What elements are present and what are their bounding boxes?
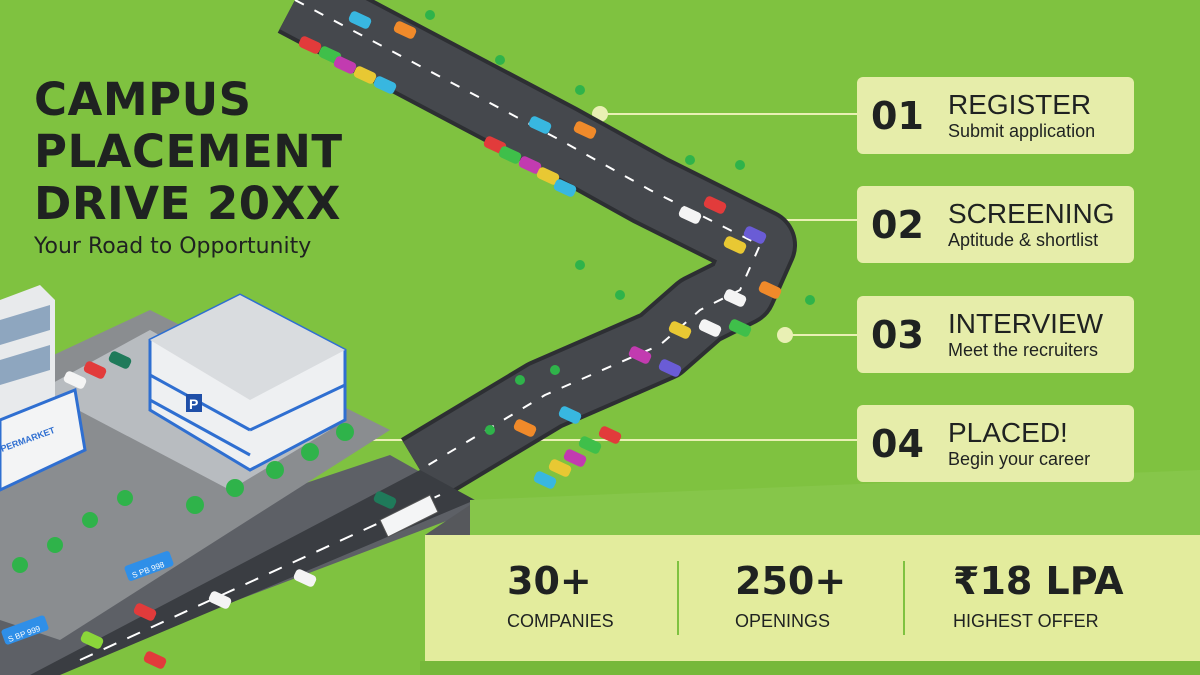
car bbox=[63, 371, 87, 389]
step-description: Meet the recruiters bbox=[948, 339, 1099, 360]
stat-companies: 30+ COMPANIES bbox=[507, 559, 614, 632]
stat-value: 250+ bbox=[735, 559, 847, 603]
grass-foreground bbox=[470, 470, 1200, 535]
car bbox=[528, 116, 552, 134]
title-line-3: DRIVE 20XX bbox=[34, 177, 341, 230]
car bbox=[518, 156, 542, 174]
step-number: 02 bbox=[871, 202, 924, 247]
car bbox=[758, 281, 782, 299]
parking-sign: P bbox=[189, 396, 198, 412]
car bbox=[80, 631, 104, 649]
car bbox=[628, 346, 652, 364]
car bbox=[598, 426, 622, 444]
car bbox=[133, 603, 157, 621]
step-title: REGISTER bbox=[948, 88, 1092, 120]
car bbox=[553, 179, 577, 197]
step-description: Begin your career bbox=[948, 448, 1091, 469]
stat-divider bbox=[903, 561, 905, 635]
car bbox=[393, 21, 417, 39]
stat-label: COMPANIES bbox=[507, 611, 614, 631]
step-card-placed: 04 PLACED! Begin your career bbox=[857, 405, 1134, 482]
car bbox=[578, 436, 602, 454]
step-number: 03 bbox=[871, 312, 924, 357]
bus bbox=[379, 494, 439, 538]
title-block: CAMPUS PLACEMENT DRIVE 20XX Your Road to… bbox=[34, 73, 434, 260]
car bbox=[723, 289, 747, 307]
bottom-strip bbox=[420, 661, 1200, 675]
car bbox=[678, 206, 702, 224]
car bbox=[348, 11, 372, 29]
step-card-register: 01 REGISTER Submit application bbox=[857, 77, 1134, 154]
parking-garage: P bbox=[148, 293, 347, 472]
car bbox=[373, 76, 397, 94]
stat-label: HIGHEST OFFER bbox=[953, 611, 1099, 631]
car bbox=[563, 449, 587, 467]
step-title: SCREENING bbox=[948, 197, 1115, 229]
office-building: PERMARKET bbox=[0, 285, 87, 492]
car bbox=[108, 351, 132, 369]
car bbox=[143, 651, 167, 669]
car bbox=[333, 56, 357, 74]
car bbox=[498, 146, 522, 164]
car bbox=[208, 591, 232, 609]
car bbox=[513, 419, 537, 437]
step-title: INTERVIEW bbox=[948, 307, 1104, 339]
car bbox=[698, 319, 722, 337]
stat-label: OPENINGS bbox=[735, 611, 831, 631]
car bbox=[703, 196, 727, 214]
car bbox=[536, 167, 560, 185]
step-number: 01 bbox=[871, 93, 924, 138]
car bbox=[293, 569, 317, 587]
car bbox=[298, 36, 322, 54]
step-card-interview: 03 INTERVIEW Meet the recruiters bbox=[857, 296, 1134, 373]
stat-highest-offer: ₹18 LPA HIGHEST OFFER bbox=[953, 559, 1124, 632]
trees bbox=[12, 10, 815, 573]
car bbox=[658, 359, 682, 377]
vehicles bbox=[63, 11, 782, 669]
step-number: 04 bbox=[871, 421, 924, 466]
stat-openings: 250+ OPENINGS bbox=[735, 559, 846, 632]
car bbox=[573, 121, 597, 139]
stats-band: 30+ COMPANIES 250+ OPENINGS ₹18 LPA HIGH… bbox=[425, 535, 1200, 661]
subtitle: Your Road to Opportunity bbox=[34, 234, 312, 259]
winding-road bbox=[277, 0, 797, 502]
stat-divider bbox=[677, 561, 679, 635]
step-card-screening: 02 SCREENING Aptitude & shortlist bbox=[857, 186, 1134, 263]
title-line-1: CAMPUS bbox=[34, 73, 252, 126]
car bbox=[723, 236, 747, 254]
stat-value: ₹18 LPA bbox=[953, 559, 1124, 603]
car bbox=[548, 459, 572, 477]
car bbox=[533, 471, 557, 489]
car bbox=[728, 319, 752, 337]
car bbox=[668, 321, 692, 339]
car bbox=[743, 226, 767, 244]
title-line-2: PLACEMENT bbox=[34, 125, 343, 178]
car bbox=[353, 66, 377, 84]
car bbox=[558, 406, 582, 424]
car bbox=[83, 361, 107, 379]
step-title: PLACED! bbox=[948, 416, 1068, 448]
car bbox=[373, 491, 397, 509]
step-description: Aptitude & shortlist bbox=[948, 229, 1099, 250]
step-description: Submit application bbox=[948, 120, 1096, 141]
stat-value: 30+ bbox=[507, 559, 592, 603]
